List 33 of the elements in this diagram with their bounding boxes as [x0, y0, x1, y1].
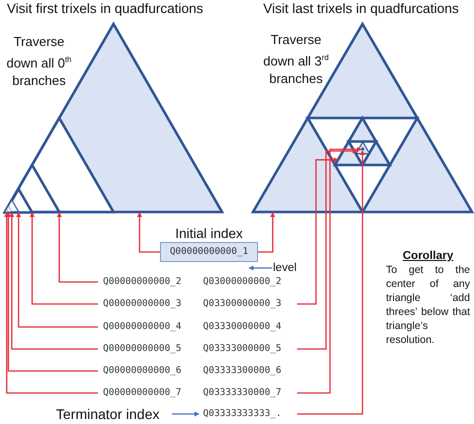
index-box: Q00000000000_1: [160, 242, 258, 262]
index-code: Q00000000000_2: [100, 275, 192, 289]
leader-arrow: [9, 212, 98, 350]
index-code: Q03000000000_2: [200, 275, 294, 289]
index-code: Q00000000000_6: [100, 364, 192, 378]
leader-arrow: [248, 266, 272, 270]
index-code: Q03333300000_6: [200, 364, 294, 378]
index-code: Q00000000000_4: [100, 320, 192, 334]
leader-arrow: [297, 148, 358, 350]
label-text: level: [273, 261, 299, 275]
note-text: To get to the center of any triangle ‘add threes’ below that triangle’s resolution.: [386, 263, 470, 347]
leader-arrow: [16, 212, 98, 328]
index-code: Q00000000000_5: [100, 342, 192, 356]
index-code: Q00000000000_7: [100, 386, 192, 400]
note-text: Traverse down all 3$^{rd}$ branches: [262, 31, 330, 88]
index-code: Q03330000000_4: [200, 320, 294, 334]
leader-arrow: [137, 212, 160, 253]
heading-text: Initial index: [174, 226, 244, 242]
leader-arrow: [30, 212, 98, 305]
index-code: Q03300000000_3: [200, 297, 294, 311]
index-code: Q03333330000_7: [200, 386, 294, 400]
leader-arrow: [56, 212, 98, 283]
index-code: Q03333333333_.: [200, 407, 294, 421]
title-text: Visit last trixels in quadfurcations: [262, 0, 460, 17]
index-code: Q00000000000_3: [100, 297, 192, 311]
leader-arrow: [297, 157, 339, 305]
leader-arrow: [172, 412, 200, 416]
leader-arrow: [258, 212, 276, 253]
note-text: Traverse down all 0$^{th}$ branches: [5, 33, 73, 90]
title-text: Visit first trixels in quadfurcations: [6, 0, 204, 17]
heading-text: Corollary: [402, 249, 454, 264]
caption-text: Terminator index: [56, 405, 172, 423]
index-code: Q03333000000_5: [200, 342, 294, 356]
